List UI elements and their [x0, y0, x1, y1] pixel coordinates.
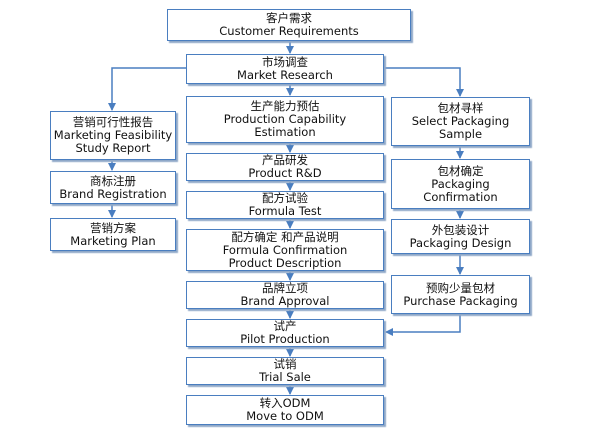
box-formula-confirmation-zh: 配方确定 和产品说明: [231, 229, 339, 244]
box-trial-sale: 试销 Trial Sale: [186, 357, 384, 385]
box-purchase-packaging-zh: 预购少量包材: [426, 280, 495, 295]
box-packaging-design: 外包装设计 Packaging Design: [391, 219, 530, 254]
box-select-packaging-sample-en-2: Sample: [438, 127, 483, 141]
box-marketing-feasibility-zh: 营销可行性报告: [72, 115, 154, 129]
box-purchase-packaging: 预购少量包材 Purchase Packaging: [391, 275, 530, 314]
box-production-capability-zh: 生产能力预估: [250, 99, 320, 113]
box-trial-sale-zh: 试销: [273, 357, 297, 371]
box-formula-confirmation-en-2: Product Description: [228, 255, 342, 270]
box-select-packaging-sample-en-1: Select Packaging: [411, 114, 510, 128]
box-formula-test-zh: 配方试验: [262, 191, 308, 205]
box-pilot-production-zh: 试产: [273, 319, 297, 333]
box-marketing-feasibility-en-2: Study Report: [75, 141, 151, 155]
box-brand-registration-zh: 商标注册: [90, 173, 136, 188]
arrow-market-to-feasibility: [108, 67, 186, 111]
box-move-to-odm-en: Move to ODM: [246, 409, 324, 423]
box-production-capability: 生产能力预估 Production Capability Estimation: [186, 96, 384, 143]
box-market-research-en: Market Research: [237, 68, 333, 82]
box-move-to-odm: 转入ODM Move to ODM: [186, 395, 384, 425]
arrow-purchase-to-pilot: [385, 314, 461, 336]
box-product-rnd-zh: 产品研发: [262, 153, 308, 167]
box-move-to-odm-zh: 转入ODM: [259, 396, 311, 410]
box-product-rnd: 产品研发 Product R&D: [186, 153, 384, 181]
box-packaging-confirmation-zh: 包材确定: [437, 163, 484, 178]
box-marketing-plan: 营销方案 Marketing Plan: [50, 218, 176, 251]
box-brand-approval: 品牌立项 Brand Approval: [186, 281, 384, 309]
box-brand-registration: 商标注册 Brand Registration: [50, 171, 176, 204]
box-trial-sale-en: Trial Sale: [259, 370, 311, 384]
box-production-capability-en-2: Estimation: [254, 125, 316, 139]
box-marketing-plan-zh: 营销方案: [90, 220, 136, 235]
box-market-research-zh: 市场调查: [262, 55, 308, 69]
box-pilot-production-en: Pilot Production: [240, 332, 330, 346]
box-marketing-feasibility-en-1: Marketing Feasibility: [53, 128, 173, 142]
box-formula-test-en: Formula Test: [248, 204, 322, 218]
box-customer-requirements-zh: 客户需求: [266, 11, 312, 25]
box-packaging-confirmation-en-2: Confirmation: [423, 189, 498, 204]
box-packaging-design-zh: 外包装设计: [431, 222, 490, 237]
box-select-packaging-sample: 包材寻样 Select Packaging Sample: [391, 97, 530, 146]
box-market-research: 市场调查 Market Research: [186, 54, 384, 84]
box-production-capability-en-1: Production Capability: [223, 112, 347, 126]
box-product-rnd-en: Product R&D: [248, 166, 322, 180]
box-brand-approval-en: Brand Approval: [240, 294, 330, 308]
box-purchase-packaging-en: Purchase Packaging: [403, 293, 518, 308]
arrow-market-to-sample: [384, 67, 464, 97]
box-formula-confirmation-en-1: Formula Confirmation: [222, 242, 348, 257]
box-customer-requirements-en: Customer Requirements: [219, 24, 359, 38]
box-brand-registration-en: Brand Registration: [59, 186, 167, 201]
box-pilot-production: 试产 Pilot Production: [186, 319, 384, 347]
box-packaging-design-en: Packaging Design: [409, 235, 512, 250]
box-marketing-plan-en: Marketing Plan: [70, 233, 156, 248]
box-brand-approval-zh: 品牌立项: [262, 281, 308, 295]
box-packaging-confirmation-en-1: Packaging: [431, 176, 490, 191]
box-formula-confirmation: 配方确定 和产品说明 Formula Confirmation Product …: [186, 229, 384, 271]
box-packaging-confirmation: 包材确定 Packaging Confirmation: [391, 159, 530, 209]
box-marketing-feasibility: 营销可行性报告 Marketing Feasibility Study Repo…: [50, 111, 176, 160]
box-customer-requirements: 客户需求 Customer Requirements: [167, 9, 411, 41]
box-select-packaging-sample-zh: 包材寻样: [437, 101, 484, 115]
box-formula-test: 配方试验 Formula Test: [186, 191, 384, 219]
